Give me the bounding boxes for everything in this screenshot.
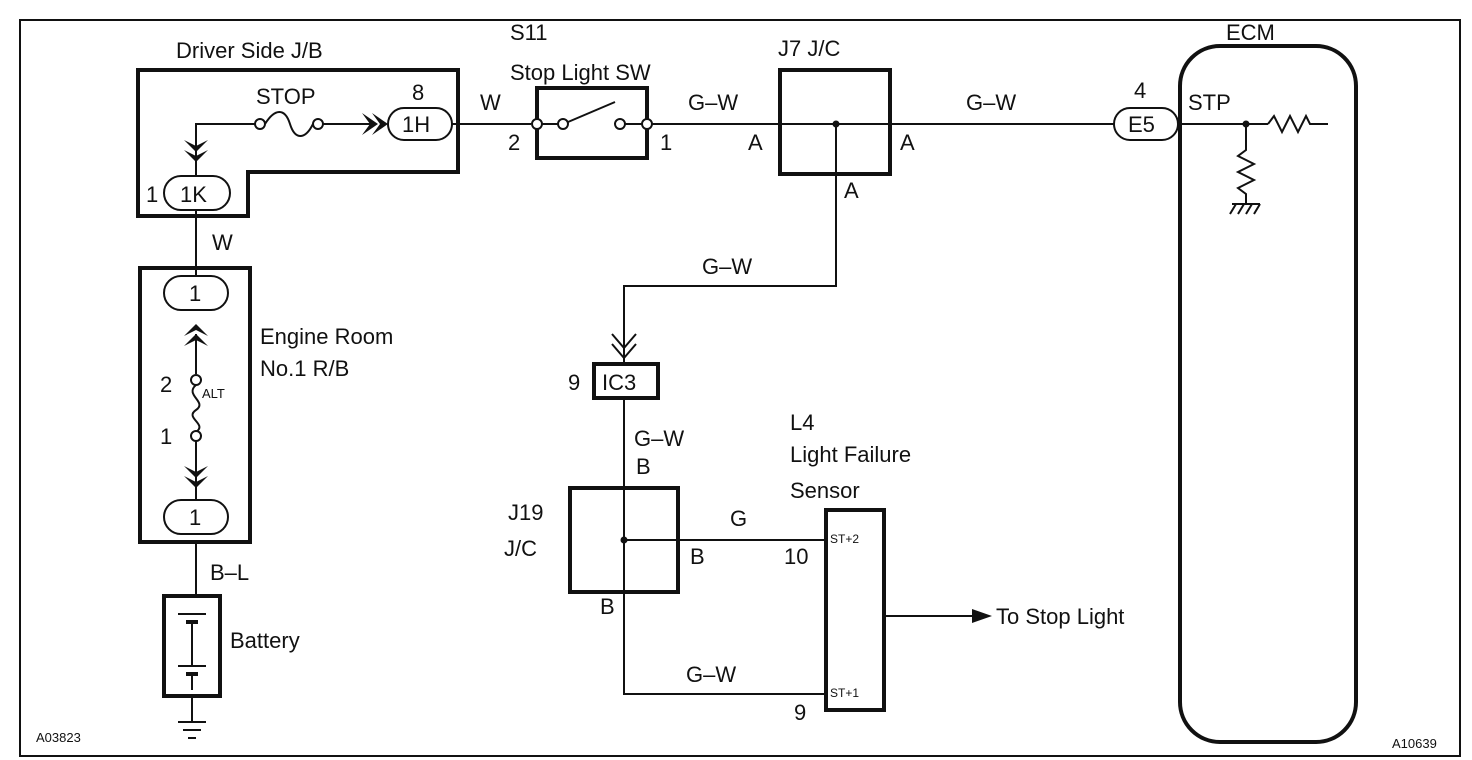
sensor-pin-9: 9 <box>794 700 806 725</box>
wire-gw-label-2: G–W <box>966 90 1016 115</box>
diagram-id-left: A03823 <box>36 730 81 745</box>
ic3-label: IC3 <box>602 370 636 395</box>
connector-e5-label: E5 <box>1128 112 1155 137</box>
alt-pin-1: 1 <box>160 424 172 449</box>
ecm-pulldown-resistor-icon <box>1235 124 1257 204</box>
outer-frame <box>19 19 1461 757</box>
wire-gw-j19-to-sensor <box>623 592 826 695</box>
j19-line2: J/C <box>504 536 537 561</box>
sensor-pin-10: 10 <box>784 544 808 569</box>
switch-arm <box>567 101 616 123</box>
j19-b-bottom: B <box>600 594 615 619</box>
engine-rb-line1: Engine Room <box>260 324 393 349</box>
switch-pin-2-terminal <box>531 118 543 130</box>
wire-gw-label-1: G–W <box>688 90 738 115</box>
j7-a-right: A <box>900 130 915 155</box>
driver-jb-title: Driver Side J/B <box>176 38 323 63</box>
switch-name: Stop Light SW <box>510 60 651 85</box>
sensor-name-line2: Sensor <box>790 478 860 503</box>
stop-fuse-terminal-right <box>312 118 324 130</box>
wire-gw-label-4: G–W <box>634 426 684 451</box>
ecm-stp-terminal: STP <box>1188 90 1231 115</box>
rb-connector-top <box>163 275 229 311</box>
rb-connector-bottom-label: 1 <box>189 505 201 530</box>
switch-contact-right <box>614 118 626 130</box>
light-failure-sensor-box <box>824 508 886 712</box>
sensor-st1-terminal: ST+1 <box>830 686 859 700</box>
sensor-st2-terminal: ST+2 <box>830 532 859 546</box>
wire-g-label: G <box>730 506 747 531</box>
wire-gw-j7-to-ic3 <box>623 174 837 364</box>
sensor-code: L4 <box>790 410 814 435</box>
connector-1h-label: 1H <box>402 112 430 137</box>
jb-internal-wire <box>195 123 255 178</box>
j19-line1: J19 <box>508 500 543 525</box>
alt-fuse-terminal-1 <box>190 430 202 442</box>
ic3-connector <box>592 362 660 400</box>
connector-1k-label: 1K <box>180 182 207 207</box>
alt-fusible-link-icon <box>191 384 201 433</box>
stop-fuse-label: STOP <box>256 84 316 109</box>
j19-junction-dot <box>620 536 628 544</box>
ic3-pin-9: 9 <box>568 370 580 395</box>
to-stop-light-label: To Stop Light <box>996 604 1124 629</box>
rb-connector-bottom <box>163 499 229 535</box>
alt-pin-2: 2 <box>160 372 172 397</box>
switch-pin-1: 1 <box>660 130 672 155</box>
connector-1h-mark-icon <box>362 113 388 135</box>
wire-bl-label: B–L <box>210 560 249 585</box>
alt-fuse-label: ALT <box>202 386 225 401</box>
switch-pin-2: 2 <box>508 130 520 155</box>
wire-gw-label-3: G–W <box>702 254 752 279</box>
wire-w-label-top: W <box>480 90 501 115</box>
stop-fuse-icon <box>264 111 314 137</box>
j7-a-left: A <box>748 130 763 155</box>
switch-pin-1-terminal <box>641 118 653 130</box>
ecm-ground-icon <box>1229 203 1261 215</box>
j19-b-top: B <box>636 454 651 479</box>
j19-b-right: B <box>690 544 705 569</box>
switch-contact-left <box>557 118 569 130</box>
j7-a-bottom: A <box>844 178 859 203</box>
to-stop-light-arrow-icon <box>972 609 992 623</box>
alt-fuse-terminal-2 <box>190 374 202 386</box>
ecm-pin-4: 4 <box>1134 78 1146 103</box>
switch-code: S11 <box>510 20 548 45</box>
driver-jb-pin-8: 8 <box>412 80 424 105</box>
battery-cells-icon <box>178 613 206 690</box>
wire-w-label-vertical: W <box>212 230 233 255</box>
j7-junction-dot <box>832 120 840 128</box>
rb-bottom-connector-mark-icon <box>184 466 208 488</box>
driver-jb-pin-1: 1 <box>146 182 158 207</box>
driver-jb-box <box>136 68 460 218</box>
diagram-id-right: A10639 <box>1392 736 1437 751</box>
ecm-series-resistor-icon <box>1267 113 1328 135</box>
wire-gw-label-5: G–W <box>686 662 736 687</box>
ic3-connector-mark-icon <box>611 333 637 360</box>
connector-1k-mark-icon <box>184 140 208 162</box>
engine-rb-line2: No.1 R/B <box>260 356 349 381</box>
ecm-name: ECM <box>1226 20 1275 45</box>
j7-name: J7 J/C <box>778 36 840 61</box>
rb-connector-top-label: 1 <box>189 281 201 306</box>
battery-label: Battery <box>230 628 300 653</box>
sensor-name-line1: Light Failure <box>790 442 911 467</box>
ecm-box <box>1178 44 1358 744</box>
stop-fuse-terminal-left <box>254 118 266 130</box>
battery-ground-icon <box>178 721 206 739</box>
